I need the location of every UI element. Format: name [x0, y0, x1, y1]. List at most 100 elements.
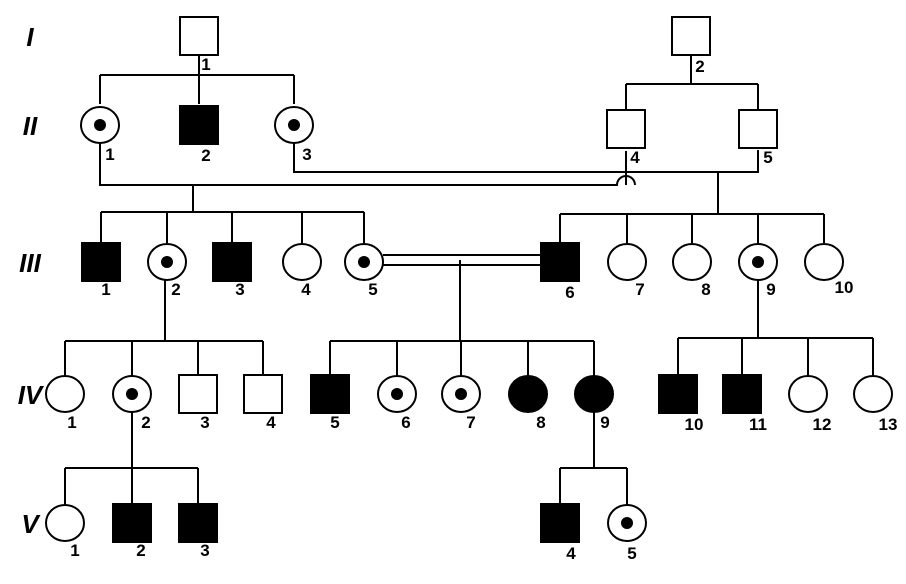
- descent-line-ii1-ii4: [100, 185, 365, 243]
- individual-number-v-4: 4: [566, 544, 576, 563]
- individual-number-iii-9: 9: [766, 280, 775, 299]
- individual-iii-9: 9: [738, 243, 778, 299]
- generation-label-iii: III: [19, 248, 41, 278]
- individual-iv-1: 1: [45, 375, 85, 432]
- male-affected-symbol-iv-11: [722, 374, 762, 414]
- carrier-dot-iii-5: [358, 256, 370, 268]
- individual-iii-8: 8: [672, 243, 712, 299]
- female-unaffected-symbol-iii-7: [607, 243, 647, 281]
- individual-ii-4: 4: [606, 109, 646, 167]
- individual-iii-1: 1: [81, 242, 121, 299]
- individual-v-4: 4: [540, 503, 580, 563]
- individual-v-5: 5: [607, 504, 647, 563]
- carrier-dot-iii-2: [161, 256, 173, 268]
- individual-ii-2: 2: [179, 105, 219, 165]
- male-affected-symbol-v-2: [112, 503, 152, 543]
- individual-number-i-2: 2: [695, 57, 704, 76]
- individual-number-iii-4: 4: [301, 280, 311, 299]
- individual-iv-7: 7: [441, 375, 481, 432]
- individual-i-2: 2: [671, 16, 711, 76]
- individual-iii-5: 5: [344, 243, 384, 299]
- generation-label-ii: II: [23, 111, 38, 141]
- individual-number-iii-10: 10: [835, 278, 854, 297]
- individual-number-iv-11: 11: [749, 415, 767, 434]
- individual-number-i-1: 1: [201, 55, 210, 74]
- individual-v-1: 1: [45, 504, 85, 560]
- carrier-dot-ii-3: [288, 119, 300, 131]
- male-affected-symbol-iv-10: [658, 374, 698, 414]
- descent-line-i2: [625, 54, 759, 111]
- male-affected-symbol-ii-2: [179, 105, 219, 145]
- male-unaffected-symbol-ii-5: [738, 109, 778, 149]
- individual-number-v-3: 3: [200, 541, 209, 560]
- individual-number-iii-7: 7: [635, 280, 644, 299]
- descent-line-ii3-ii5: [559, 172, 825, 243]
- individual-number-iv-8: 8: [536, 413, 545, 432]
- individual-number-iii-5: 5: [368, 280, 377, 299]
- individual-iii-4: 4: [282, 243, 322, 299]
- individual-ii-5: 5: [738, 109, 778, 167]
- individual-number-iv-2: 2: [141, 413, 150, 432]
- individual-number-iii-1: 1: [101, 280, 110, 299]
- carrier-dot-ii-1: [94, 119, 106, 131]
- individual-iv-3: 3: [178, 374, 218, 432]
- descent-line-iv2: [64, 410, 199, 505]
- female-unaffected-symbol-iii-8: [672, 243, 712, 281]
- male-affected-symbol-v-3: [178, 503, 218, 543]
- individual-number-ii-3: 3: [302, 145, 311, 164]
- individual-iv-11: 11: [722, 374, 767, 434]
- individual-number-v-2: 2: [136, 541, 145, 560]
- individual-number-iv-9: 9: [600, 413, 609, 432]
- individual-ii-3: 3: [274, 106, 314, 164]
- generation-label-v: V: [21, 509, 41, 539]
- individual-number-iii-6: 6: [565, 283, 574, 302]
- individual-number-iv-1: 1: [67, 413, 76, 432]
- male-affected-symbol-v-4: [540, 503, 580, 543]
- male-unaffected-symbol-iv-3: [178, 374, 218, 414]
- female-unaffected-symbol-v-1: [45, 504, 85, 542]
- descent-line-i1: [99, 54, 295, 104]
- female-unaffected-symbol-iii-10: [804, 243, 844, 281]
- individual-number-ii-2: 2: [201, 146, 210, 165]
- male-unaffected-symbol-i-2: [671, 16, 711, 56]
- individual-iii-7: 7: [607, 243, 647, 299]
- individual-number-iv-3: 3: [200, 413, 209, 432]
- descent-line-iii9: [677, 280, 874, 376]
- male-unaffected-symbol-i-1: [179, 16, 219, 56]
- individual-number-iv-4: 4: [266, 413, 276, 432]
- female-affected-symbol-iv-9: [574, 375, 614, 413]
- female-affected-symbol-iv-8: [508, 375, 548, 413]
- carrier-dot-iii-9: [752, 256, 764, 268]
- male-unaffected-symbol-ii-4: [606, 109, 646, 149]
- male-affected-symbol-iii-6: [540, 242, 580, 282]
- individual-iv-13: 13: [853, 375, 897, 434]
- marriage-line-ii3-ii5: [293, 142, 759, 173]
- individual-iv-8: 8: [508, 375, 548, 432]
- descent-line-iii5-iii6: [329, 260, 595, 376]
- consanguineous-marriage-line: [383, 254, 541, 266]
- individual-iii-10: 10: [804, 243, 854, 297]
- descent-line-iii2: [64, 280, 264, 376]
- female-unaffected-symbol-iii-4: [282, 243, 322, 281]
- carrier-dot-v-5: [621, 517, 633, 529]
- individual-iv-4: 4: [243, 374, 283, 432]
- individual-number-iv-10: 10: [685, 415, 704, 434]
- individual-iv-5: 5: [310, 374, 350, 432]
- individual-iv-12: 12: [788, 375, 832, 434]
- individual-v-2: 2: [112, 503, 152, 560]
- individual-iv-10: 10: [658, 374, 704, 434]
- individual-number-iv-12: 12: [813, 415, 832, 434]
- pedigree-lines: [64, 54, 874, 505]
- individual-iv-6: 6: [377, 375, 417, 432]
- female-unaffected-symbol-iv-1: [45, 375, 85, 413]
- individual-number-iii-3: 3: [235, 280, 244, 299]
- individual-number-iv-7: 7: [466, 413, 475, 432]
- carrier-dot-iv-7: [455, 388, 467, 400]
- male-affected-symbol-iii-3: [212, 242, 252, 282]
- individual-v-3: 3: [178, 503, 218, 560]
- generation-label-i: I: [26, 22, 34, 52]
- marriage-line-ii1-ii4: [99, 142, 636, 186]
- individual-number-v-5: 5: [627, 544, 636, 563]
